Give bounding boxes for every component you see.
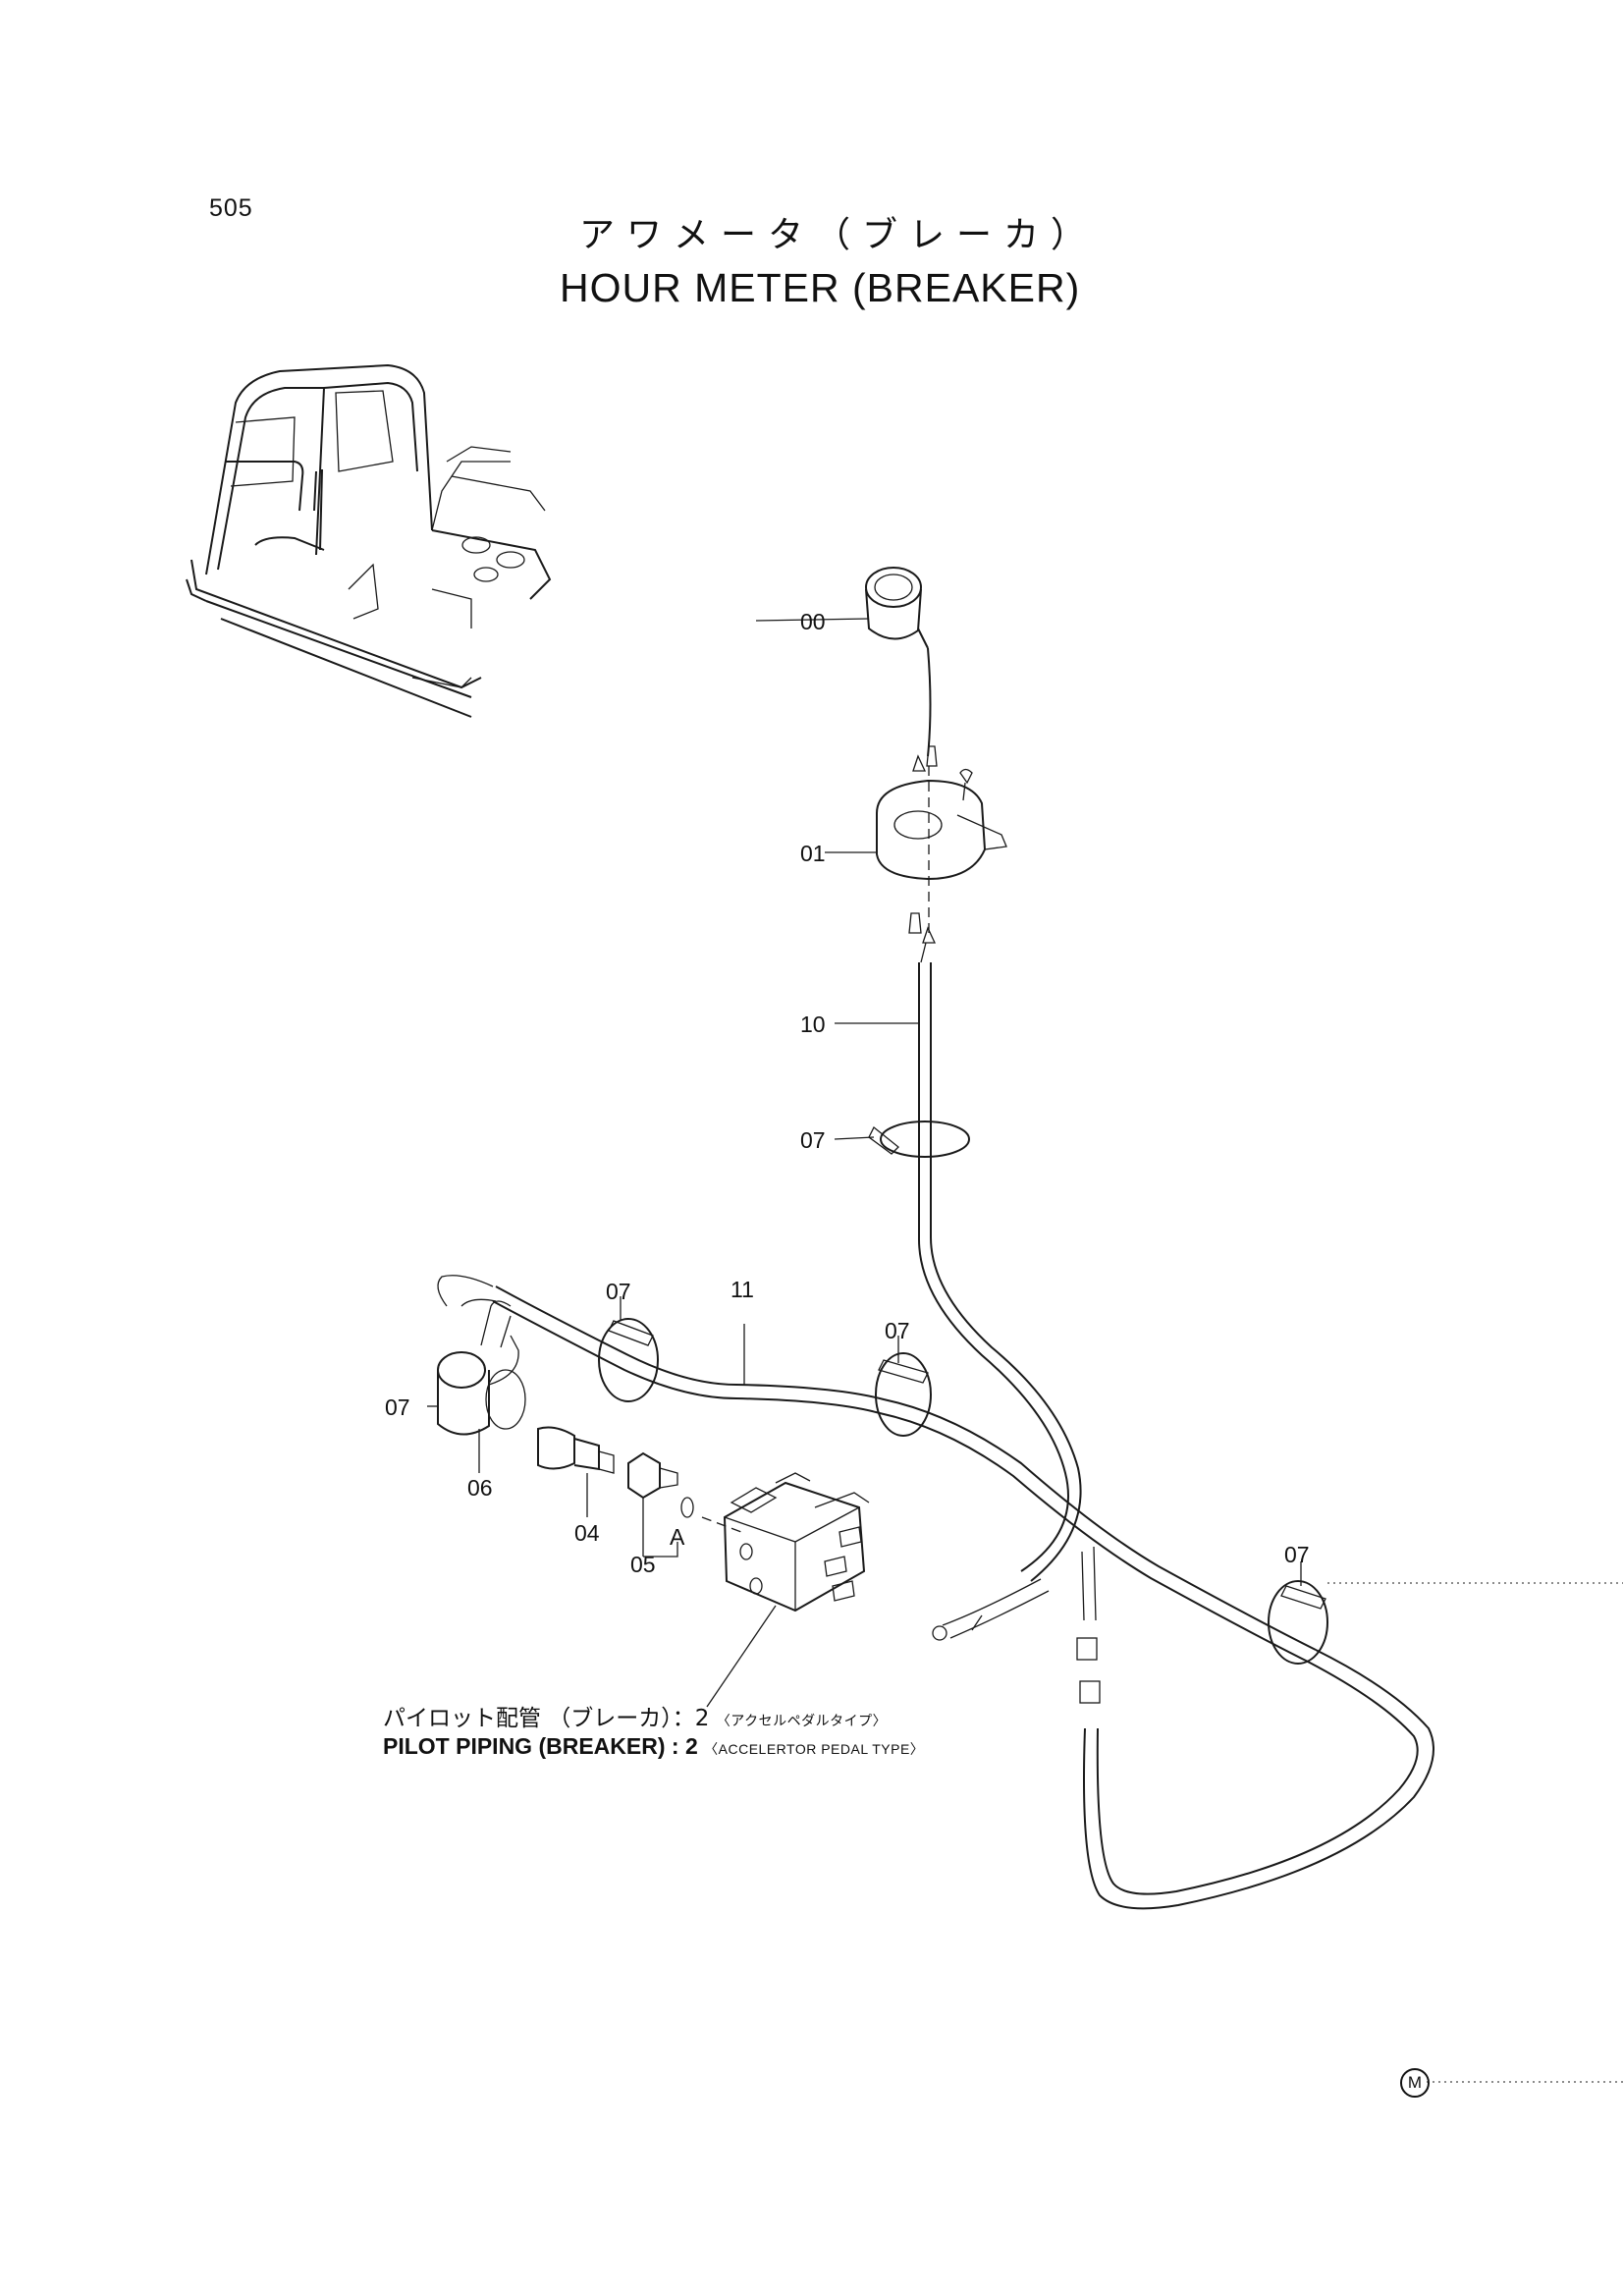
note-english: PILOT PIPING (BREAKER) : 2 〈ACCELERTOR P… bbox=[383, 1733, 924, 1760]
harness-part-10 bbox=[835, 962, 1082, 1582]
callout-a: A bbox=[670, 1524, 685, 1550]
clamp-07-upper bbox=[834, 1121, 970, 1158]
callout-07-upper: 07 bbox=[800, 1127, 826, 1153]
callout-06: 06 bbox=[467, 1475, 493, 1501]
callout-00: 00 bbox=[800, 609, 826, 634]
callout-10: 10 bbox=[800, 1011, 826, 1037]
bracket-part-01 bbox=[825, 779, 1007, 881]
pressure-switch-part-06 bbox=[427, 1300, 526, 1473]
note-jp-main: パイロット配管 （ブレーカ）：2 bbox=[383, 1706, 710, 1731]
m-mark-symbol: M bbox=[1400, 2068, 1430, 2098]
clamp-07-left-harness bbox=[598, 1296, 659, 1402]
note-en-sub: 〈ACCELERTOR PEDAL TYPE〉 bbox=[704, 1741, 925, 1757]
adapter-part-04 bbox=[537, 1426, 615, 1517]
callout-01: 01 bbox=[800, 841, 826, 866]
callout-07-switch: 07 bbox=[385, 1394, 410, 1420]
title-japanese: アワメータ（ブレーカ） bbox=[579, 215, 1099, 255]
callout-11: 11 bbox=[730, 1277, 754, 1302]
connector-pins bbox=[912, 745, 973, 933]
callout-05: 05 bbox=[630, 1552, 656, 1577]
callout-07-right-harness: 07 bbox=[1284, 1542, 1310, 1567]
harness-part-11 bbox=[437, 1275, 1434, 1910]
fitting-part-05 bbox=[627, 1451, 678, 1558]
note-en-main: PILOT PIPING (BREAKER) : 2 bbox=[383, 1733, 698, 1759]
callout-04: 04 bbox=[574, 1520, 600, 1546]
page-number: 505 bbox=[209, 194, 253, 222]
o-ring-a bbox=[680, 1497, 742, 1533]
note-japanese: パイロット配管 （ブレーカ）：2 〈アクセルペダルタイプ〉 bbox=[383, 1699, 887, 1732]
title-english: HOUR METER (BREAKER) bbox=[560, 265, 1081, 310]
callout-07-center-harness: 07 bbox=[885, 1318, 910, 1343]
pilot-valve-block bbox=[706, 1472, 870, 1708]
callout-07-left-harness: 07 bbox=[606, 1279, 631, 1304]
excavator-locator-sketch bbox=[186, 363, 552, 718]
clamp-07-center-harness bbox=[875, 1336, 932, 1437]
hour-meter-part-00 bbox=[755, 567, 932, 757]
clamp-07-right-harness bbox=[1268, 1561, 1623, 1665]
note-jp-sub: 〈アクセルペダルタイプ〉 bbox=[716, 1714, 888, 1729]
lower-pins bbox=[908, 912, 937, 963]
